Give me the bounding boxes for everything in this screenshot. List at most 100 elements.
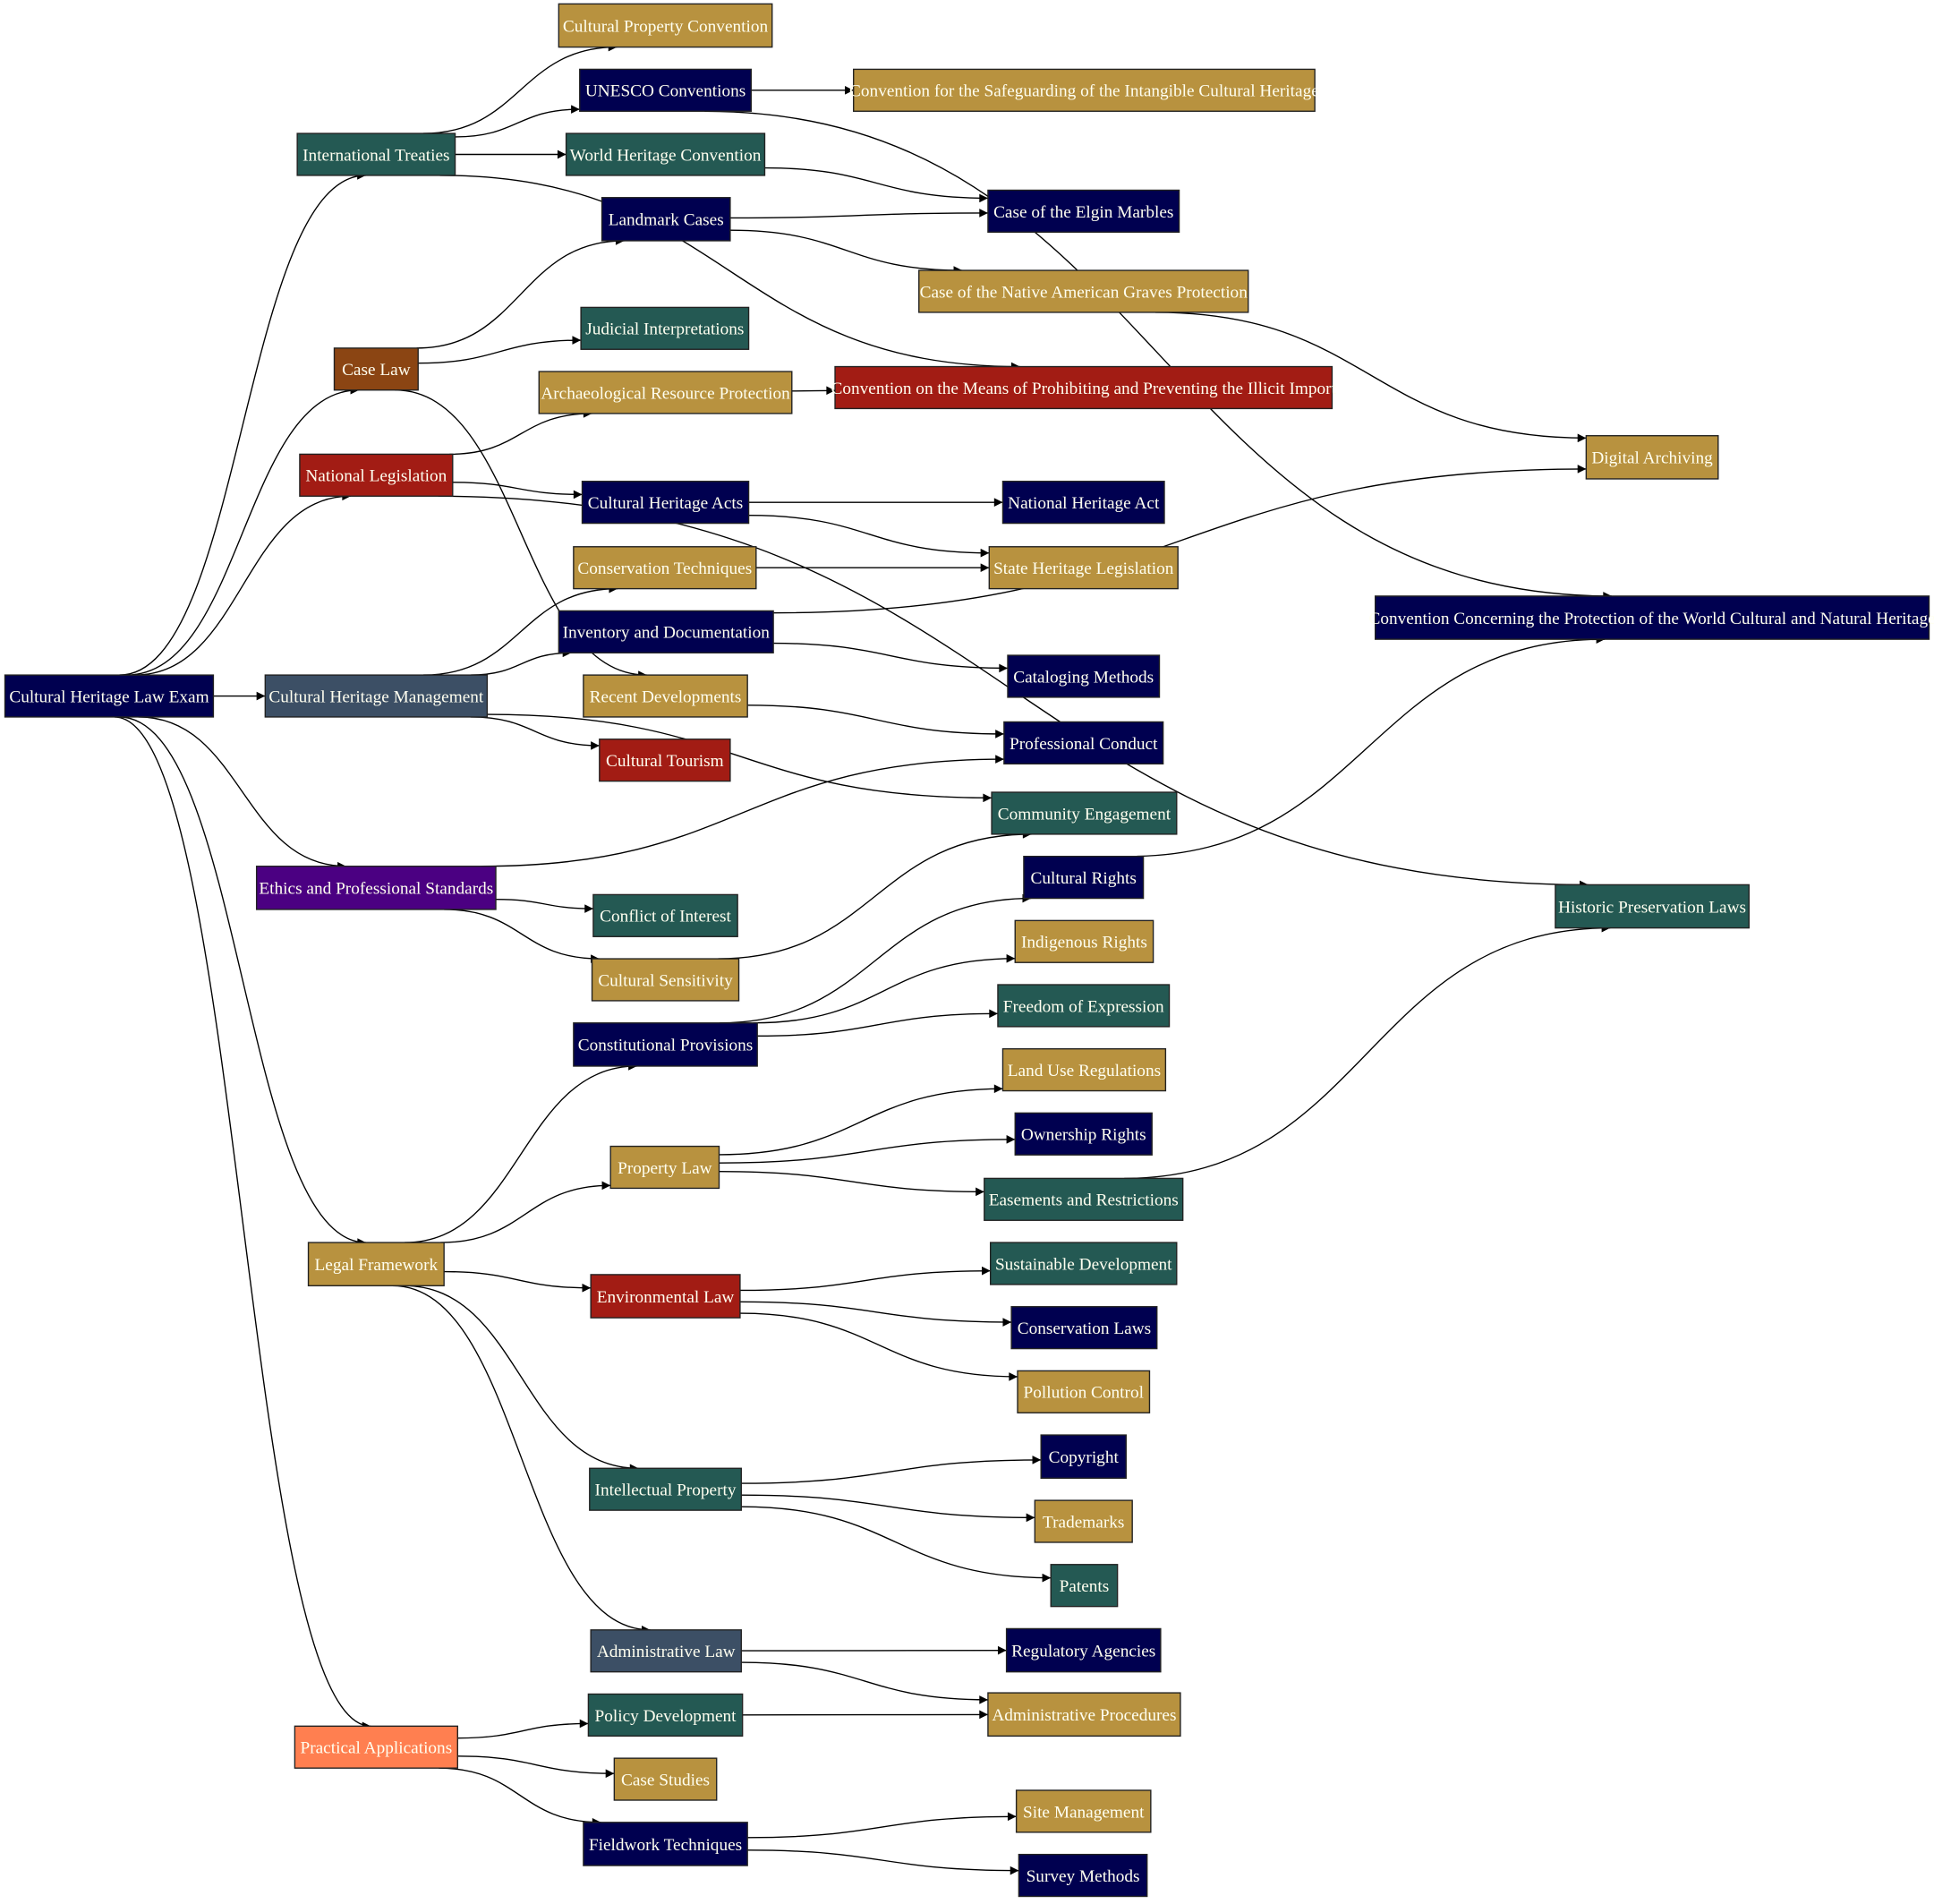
node-copyright[interactable]: Copyright (1040, 1434, 1127, 1479)
node-admin[interactable]: Administrative Law (590, 1629, 742, 1673)
node-digital[interactable]: Digital Archiving (1585, 435, 1719, 480)
node-ownership[interactable]: Ownership Rights (1014, 1112, 1153, 1156)
node-ethics[interactable]: Ethics and Professional Standards (255, 866, 497, 910)
node-ip[interactable]: Intellectual Property (589, 1467, 742, 1511)
node-conslaws[interactable]: Conservation Laws (1010, 1306, 1158, 1350)
edge-constprov-to-indig (753, 953, 1016, 1024)
node-illicit[interactable]: Convention on the Means of Prohibiting a… (831, 365, 1337, 410)
edge-property-to-landuse (719, 1084, 1003, 1156)
node-community[interactable]: Community Engagement (991, 791, 1178, 835)
node-box (1010, 1306, 1158, 1350)
node-box (991, 791, 1178, 835)
node-fieldwork[interactable]: Fieldwork Techniques (583, 1822, 748, 1866)
edge-admin-to-adminproc (741, 1661, 988, 1704)
node-nagpra[interactable]: Case of the Native American Graves Prote… (918, 269, 1249, 313)
node-label: Administrative Procedures (992, 1706, 1176, 1725)
node-label: Professional Conduct (1010, 735, 1158, 754)
node-shl[interactable]: State Heritage Legislation (988, 546, 1179, 590)
node-box (583, 674, 748, 718)
node-label: Cultural Tourism (606, 752, 724, 771)
node-whc[interactable]: World Heritage Convention (565, 132, 766, 176)
node-freedom[interactable]: Freedom of Expression (997, 984, 1171, 1028)
edge-ip-to-copyright (741, 1456, 1042, 1484)
node-box (592, 893, 738, 937)
node-profcond[interactable]: Professional Conduct (1003, 721, 1164, 765)
node-label: Ethics and Professional Standards (259, 880, 493, 899)
edge-exam-to-intl (119, 171, 366, 676)
node-legal[interactable]: Legal Framework (307, 1242, 445, 1286)
node-nha[interactable]: National Heritage Act (1001, 481, 1165, 525)
edge-mgmt-to-inventory (471, 648, 572, 676)
node-exam[interactable]: Cultural Heritage Law Exam (4, 674, 215, 718)
node-box (587, 1693, 744, 1738)
node-icch[interactable]: Convention for the Safeguarding of the I… (849, 68, 1319, 112)
node-envlaw[interactable]: Environmental Law (590, 1274, 741, 1319)
node-label: Landmark Cases (609, 211, 724, 230)
node-inventory[interactable]: Inventory and Documentation (558, 610, 774, 653)
node-constprov[interactable]: Constitutional Provisions (573, 1022, 758, 1067)
node-label: Community Engagement (998, 805, 1171, 824)
node-casestudies[interactable]: Case Studies (613, 1757, 718, 1801)
edge-constprov-to-freedom (757, 1009, 998, 1037)
node-cha[interactable]: Cultural Heritage Acts (581, 481, 750, 525)
node-label: Cultural Sensitivity (598, 971, 733, 990)
edge-arch-to-illicit (791, 386, 836, 396)
node-cccwh[interactable]: Convention Concerning the Protection of … (1369, 595, 1934, 640)
node-tourism[interactable]: Cultural Tourism (599, 739, 731, 782)
node-trademarks[interactable]: Trademarks (1034, 1499, 1133, 1543)
node-mgmt[interactable]: Cultural Heritage Management (264, 674, 489, 718)
node-sensitivity[interactable]: Cultural Sensitivity (591, 958, 740, 1002)
node-sustainable[interactable]: Sustainable Development (989, 1242, 1178, 1285)
edge-legal-to-property (440, 1181, 611, 1243)
edge-envlaw-to-pollution (739, 1312, 1018, 1381)
edge-ethics-to-sensitivity (444, 909, 600, 963)
node-adminproc[interactable]: Administrative Procedures (987, 1692, 1181, 1738)
node-easements[interactable]: Easements and Restrictions (984, 1177, 1184, 1221)
node-conflict[interactable]: Conflict of Interest (592, 893, 738, 937)
edge-unesco-to-cccwh (704, 110, 1612, 601)
node-recent[interactable]: Recent Developments (583, 674, 748, 718)
node-landuse[interactable]: Land Use Regulations (1001, 1047, 1167, 1092)
node-property[interactable]: Property Law (609, 1145, 720, 1190)
node-box (580, 306, 750, 350)
node-label: Cultural Rights (1031, 869, 1137, 888)
node-box (558, 610, 774, 653)
node-policy[interactable]: Policy Development (587, 1693, 744, 1738)
node-cpc[interactable]: Cultural Property Convention (558, 3, 773, 48)
edge-legal-to-ip (404, 1285, 639, 1473)
node-pollution[interactable]: Pollution Control (1017, 1370, 1151, 1413)
node-label: Cultural Property Convention (563, 17, 769, 36)
node-cultrights[interactable]: Cultural Rights (1023, 856, 1145, 900)
node-arch[interactable]: Archaeological Resource Protection (538, 371, 793, 414)
node-label: International Treaties (302, 146, 449, 165)
node-catalog[interactable]: Cataloging Methods (1007, 654, 1161, 698)
node-sitemgmt[interactable]: Site Management (1015, 1789, 1152, 1833)
node-box (1040, 1434, 1127, 1479)
node-box (1017, 1370, 1151, 1413)
node-label: Convention Concerning the Protection of … (1369, 610, 1934, 628)
node-box (591, 958, 740, 1002)
node-judicial[interactable]: Judicial Interpretations (580, 306, 750, 350)
edge-exam-to-legal (118, 716, 367, 1247)
node-label: Legal Framework (315, 1256, 439, 1275)
edge-ethics-to-profcond (481, 755, 1004, 867)
node-box (601, 197, 731, 242)
node-hpl[interactable]: Historic Preservation Laws (1555, 884, 1750, 929)
node-box (573, 546, 757, 590)
edge-ip-to-trademarks (741, 1494, 1035, 1523)
node-practical[interactable]: Practical Applications (294, 1725, 458, 1769)
node-label: Constitutional Provisions (578, 1037, 754, 1055)
node-survey[interactable]: Survey Methods (1018, 1853, 1148, 1898)
node-caselaw[interactable]: Case Law (333, 347, 419, 391)
node-intl[interactable]: International Treaties (296, 132, 456, 176)
node-patents[interactable]: Patents (1050, 1564, 1119, 1608)
node-indig[interactable]: Indigenous Rights (1014, 919, 1154, 963)
node-elgin[interactable]: Case of the Elgin Marbles (987, 189, 1180, 234)
node-box (1001, 1047, 1167, 1092)
node-regulatory[interactable]: Regulatory Agencies (1005, 1627, 1162, 1673)
edge-inventory-to-digital (773, 465, 1587, 614)
node-constech[interactable]: Conservation Techniques (573, 546, 757, 590)
node-unesco[interactable]: UNESCO Conventions (579, 68, 753, 112)
node-landmark[interactable]: Landmark Cases (601, 197, 731, 242)
node-natleg[interactable]: National Legislation (299, 453, 454, 497)
